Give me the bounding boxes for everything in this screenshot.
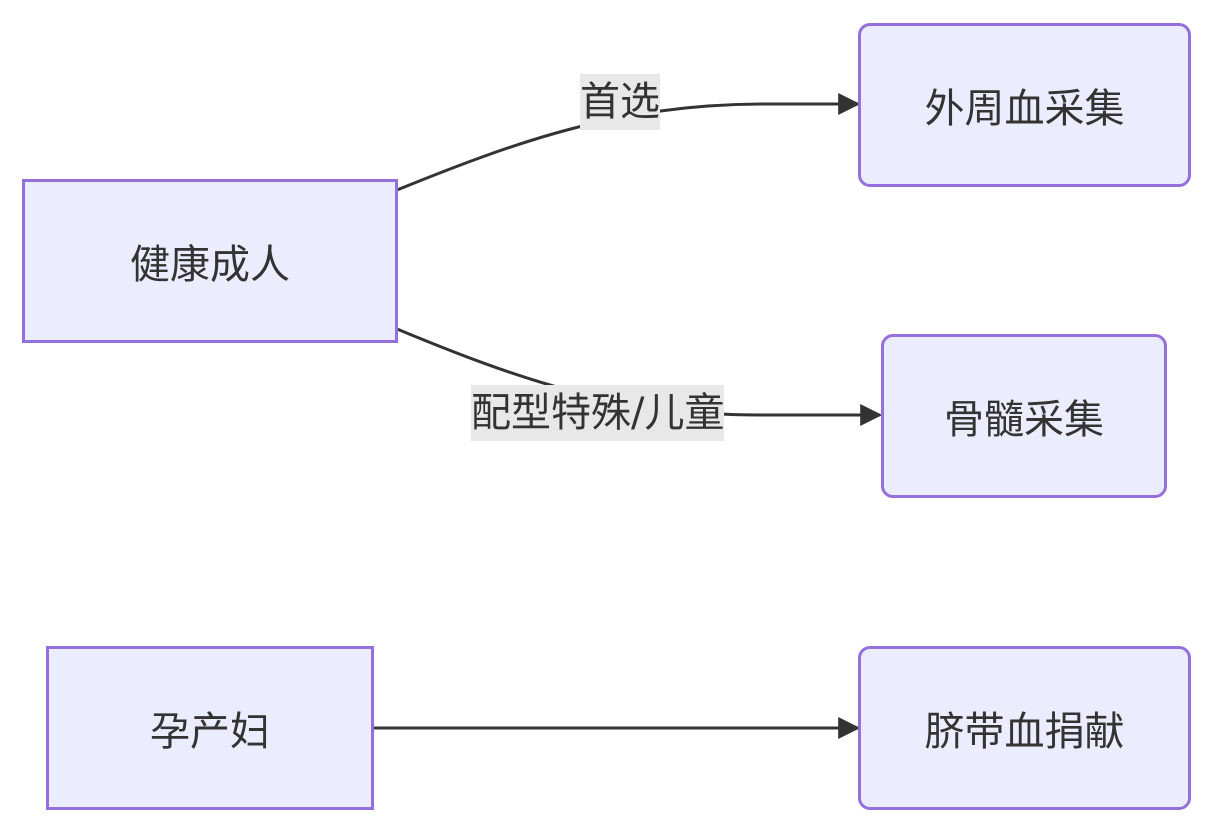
node-peripheral-blood: 外周血采集: [858, 23, 1191, 187]
node-healthy-adult-label: 健康成人: [130, 242, 290, 288]
node-bone-marrow: 骨髓采集: [881, 334, 1167, 498]
node-cord-blood-label: 脐带血捐献: [924, 709, 1125, 755]
node-peripheral-blood-label: 外周血采集: [924, 86, 1125, 132]
edge-label-preferred: 首选: [580, 74, 660, 130]
node-pregnant-woman: 孕产妇: [46, 646, 374, 810]
edge-label-special-match: 配型特殊/儿童: [471, 385, 725, 441]
node-pregnant-woman-label: 孕产妇: [150, 709, 270, 755]
node-cord-blood: 脐带血捐献: [858, 646, 1191, 810]
node-bone-marrow-label: 骨髓采集: [944, 397, 1104, 443]
node-healthy-adult: 健康成人: [22, 179, 398, 343]
